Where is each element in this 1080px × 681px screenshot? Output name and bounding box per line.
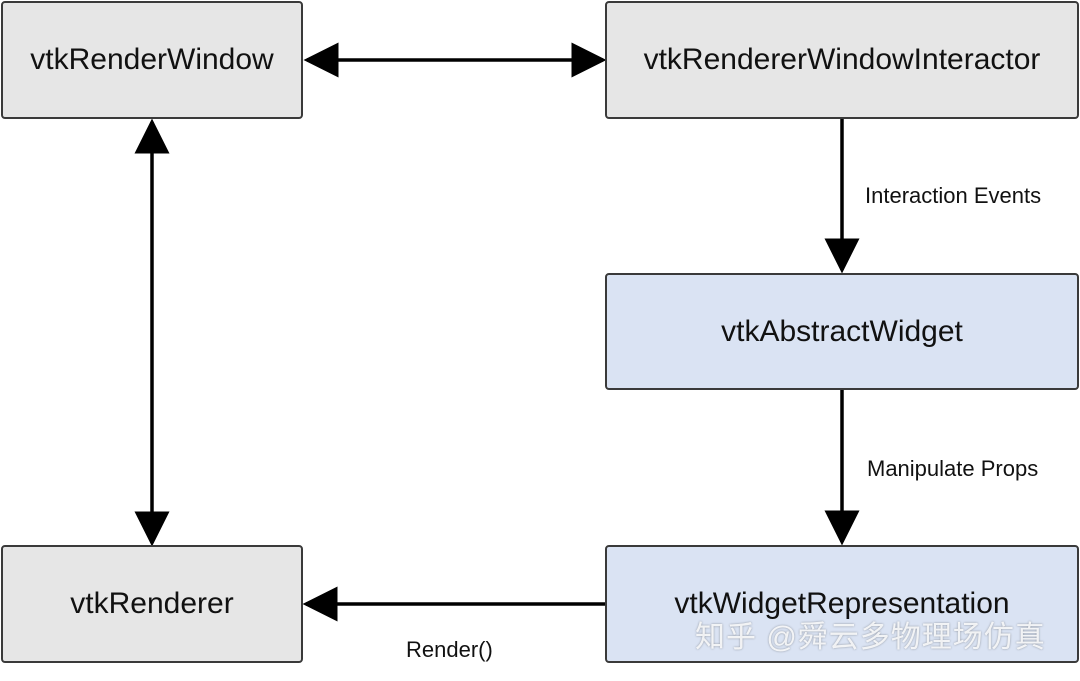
node-renderer: vtkRenderer xyxy=(1,545,303,663)
node-interactor-label: vtkRendererWindowInteractor xyxy=(643,43,1041,76)
node-widget-representation-label: vtkWidgetRepresentation xyxy=(674,587,1010,620)
node-render-window-label: vtkRenderWindow xyxy=(30,43,274,76)
node-abstract-widget: vtkAbstractWidget xyxy=(605,273,1079,390)
node-widget-representation: vtkWidgetRepresentation xyxy=(605,545,1079,663)
label-render-call: Render() xyxy=(406,637,493,662)
node-interactor: vtkRendererWindowInteractor xyxy=(605,1,1079,119)
node-renderer-label: vtkRenderer xyxy=(70,587,234,620)
label-interaction-events: Interaction Events xyxy=(865,183,1042,208)
node-render-window: vtkRenderWindow xyxy=(1,1,303,119)
watermark-text: 知乎 @舜云多物理场仿真 xyxy=(695,621,1046,654)
label-manipulate-props: Manipulate Props xyxy=(867,456,1039,481)
node-abstract-widget-label: vtkAbstractWidget xyxy=(721,314,963,348)
